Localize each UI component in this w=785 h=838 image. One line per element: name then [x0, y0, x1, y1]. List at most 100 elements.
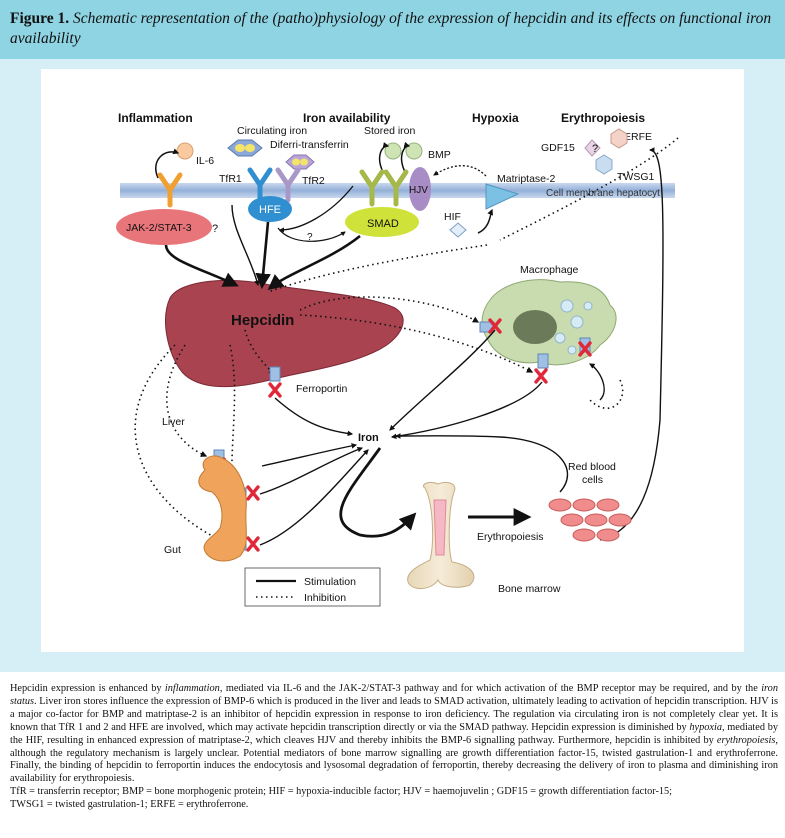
circulating-iron-label: Circulating iron: [237, 125, 307, 137]
jak-stat-to-hepcidin: [164, 244, 239, 287]
bmp-binding-arrow-1: [378, 142, 390, 173]
red-blood-cells-icon: [548, 498, 632, 542]
tfr2-label: TfR2: [302, 175, 325, 187]
liver-iron-release: [274, 397, 354, 437]
il6-binding-arrow: [155, 148, 180, 179]
rbc-to-macrophage: [589, 363, 605, 401]
stored-iron-label: Stored iron: [364, 125, 416, 137]
hepcidin-label: Hepcidin: [231, 312, 294, 329]
bone-marrow-cavity: [433, 499, 447, 556]
diagram-canvas: [41, 69, 744, 652]
figure-title: Figure 1. Schematic representation of th…: [10, 9, 775, 49]
hypoxia-inhibition-line: [267, 244, 488, 293]
erythropoiesis-label: Erythropoiesis: [477, 531, 544, 543]
erythropoiesis-inhibition-line: [499, 137, 679, 241]
caption-text-b: inflammation: [164, 683, 220, 694]
bmp-binding-arrow-2: [400, 141, 411, 173]
hif-label: HIF: [444, 211, 461, 223]
caption-text-c: , mediated via IL-6 and the JAK-2/STAT-3…: [219, 683, 762, 694]
caption-text-i: , although the regulatory mechanism is l…: [10, 734, 778, 785]
matriptase2-cleaves-hjv: [433, 165, 487, 177]
heading-hypoxia: Hypoxia: [472, 111, 519, 125]
caption-text-d: iron status: [10, 683, 778, 707]
iron-to-bone-marrow: [339, 447, 417, 538]
figure-caption: Hepcidin expression is enhanced by infla…: [10, 683, 778, 812]
bone-marrow-label: Bone marrow: [498, 583, 561, 595]
iron-label: Iron: [358, 432, 379, 444]
rbc-label-line1: Red blood: [568, 461, 616, 473]
il6-receptor: [157, 172, 183, 208]
rbc-label-line2: cells: [582, 474, 603, 486]
macrophage-iron-release: [389, 329, 496, 431]
twsg1-icon: [595, 154, 613, 175]
figure-title-text: Schematic representation of the (patho)p…: [10, 10, 772, 47]
jak-stat-question: ?: [212, 223, 218, 235]
hepcidin-to-liver-ferroportin: [244, 329, 275, 375]
smad-to-hepcidin: [267, 234, 361, 290]
rbc-iron-recycle: [394, 433, 569, 493]
smad-crosstalk-arrow: [278, 185, 354, 233]
legend-inhibition-label: Inhibition: [304, 592, 346, 604]
jak-stat-node: [116, 209, 212, 245]
hfe-node: [248, 196, 292, 222]
caption-text-g: , mediated by the HIF, resulting in enha…: [10, 721, 778, 746]
liver-shape: [165, 279, 404, 387]
twsg1-label: TWSG1: [617, 171, 654, 183]
caption-abbreviations-1: TfR = transferrin receptor; BMP = bone m…: [10, 786, 673, 798]
caption-paragraph: Hepcidin expression is enhanced by infla…: [10, 683, 778, 786]
liver-label: Liver: [162, 416, 185, 428]
diferri-transferrin-label: Diferri-transferrin: [270, 139, 349, 151]
tfr1-to-hepcidin: [231, 204, 260, 287]
macrophage-label: Macrophage: [520, 264, 579, 276]
heading-iron-availability: Iron availability: [303, 111, 391, 125]
hif-to-matriptase2-arrow: [477, 208, 494, 234]
bmp-receptor-1: [359, 169, 385, 207]
caption-abbreviations-2: TWSG1 = twisted gastrulation-1; ERFE = e…: [10, 799, 249, 811]
legend: Stimulation Inhibition: [244, 567, 381, 607]
bone-marrow-signal-line: [599, 147, 664, 541]
gut-iron-release-1: [261, 443, 358, 467]
hepcidin-to-gut-middle: [228, 344, 236, 492]
caption-text-e: . Liver iron stores influence the expres…: [10, 695, 778, 733]
hif-icon: [449, 222, 467, 238]
tfr2-receptor: [275, 167, 301, 203]
macrophage-nucleus: [513, 310, 557, 344]
hepcidin-diagram: Inflammation Iron availability Hypoxia E…: [116, 111, 679, 607]
tfr1-label: TfR1: [219, 173, 242, 185]
caption-text-h: erythropoiesis: [716, 734, 776, 746]
erfe-icon: [610, 128, 628, 149]
gut-iron-release-3: [259, 449, 369, 546]
bmp-receptor-2: [383, 169, 409, 207]
gut-iron-release-2: [259, 446, 364, 495]
hepcidin-to-gut-upper: [166, 344, 208, 457]
matriptase2-label: Matriptase-2: [497, 173, 556, 185]
macrophage-iron-release-2: [390, 381, 543, 440]
erfe-label: ERFE: [624, 131, 652, 143]
gut-shape: [198, 455, 247, 562]
jak-stat-label: JAK-2/STAT-3: [126, 222, 192, 234]
gut-label: Gut: [164, 544, 181, 556]
smad-label: SMAD: [367, 218, 399, 230]
macrophage-feedback-dotted: [589, 379, 624, 409]
bmp-label: BMP: [428, 149, 451, 161]
hfe-to-hepcidin: [255, 221, 271, 290]
diferri-transferrin-icon: [227, 139, 315, 170]
figure-header: Figure 1. Schematic representation of th…: [0, 0, 785, 59]
caption-text-a: Hepcidin expression is enhanced by: [10, 683, 165, 694]
macrophage-vesicles: [554, 299, 593, 355]
smad-node: [345, 207, 419, 237]
il6-label: IL-6: [196, 155, 214, 167]
matriptase2-shape: [485, 183, 520, 210]
figure-label: Figure 1.: [10, 10, 70, 27]
caption-text-f: hypoxia: [689, 721, 722, 733]
ferroportin-label: Ferroportin: [296, 383, 348, 395]
hjv-label: HJV: [409, 185, 428, 196]
hfe-label: HFE: [259, 204, 281, 216]
ferroportin-block-marks: [212, 318, 592, 552]
gdf15-label: GDF15: [541, 142, 575, 154]
cell-membrane-label: Cell membrane hepatocyt: [546, 188, 660, 199]
hepcidin-to-macrophage-ferroportin: [299, 296, 480, 323]
gdf15-question: ?: [592, 143, 598, 155]
legend-stimulation-label: Stimulation: [304, 576, 356, 588]
heading-erythropoiesis: Erythropoiesis: [561, 111, 645, 125]
